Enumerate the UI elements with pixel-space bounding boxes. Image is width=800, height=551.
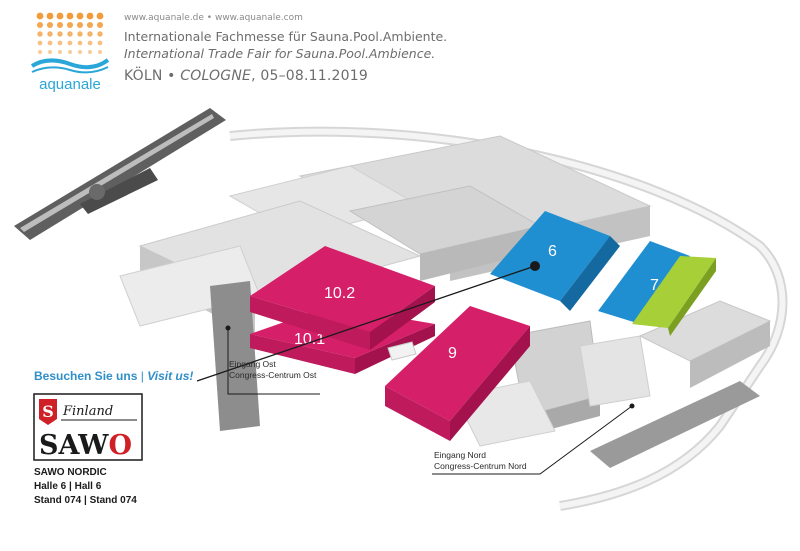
logo-dot [76,21,84,29]
logo-dot [66,21,74,29]
header-title-de: Internationale Fachmesse für Sauna.Pool.… [124,29,448,44]
city-en: COLOGNE [180,68,252,84]
hall-10-2-front [250,296,370,350]
logo-dot [76,12,84,20]
hall-7-label: 7 [650,277,659,294]
building-central-side [420,226,540,281]
logo-dot [47,31,53,37]
sawo-script: Finland [62,404,113,419]
exhibitor-hall: Halle 6 | Hall 6 [34,481,102,492]
hall-10-2 [250,246,435,332]
logo-text: aquanale [39,76,101,93]
city-de: KÖLN [124,68,163,84]
sawo-brand: SAWO [39,430,132,461]
entrance-nord-line2: Congress-Centrum Nord [434,461,527,471]
hall-10-2-side [370,286,435,350]
visit-separator: | [140,369,144,383]
logo-dot [57,31,63,37]
logo-dot [96,12,104,20]
header-url: www.aquanale.de • www.aquanale.com [124,13,303,23]
city-bullet: • [167,68,176,84]
station-platform [80,168,158,214]
logo-dot [48,50,52,54]
visit-us-text: Besuchen Sie uns | Visit us! [34,369,193,383]
logo-dot [46,12,54,20]
hall-7-side [668,258,716,336]
fair-dates: , 05–08.11.2019 [251,68,368,84]
hall-9-label: 9 [448,345,457,362]
header-title-en: International Trade Fair for Sauna.Pool.… [124,46,436,61]
hall-10-1-front [250,334,355,374]
hall-9-side [450,326,530,441]
hall-9 [385,306,530,421]
logo-dot [36,12,44,20]
logo-dot [68,50,72,54]
logo-dot [67,40,73,46]
hall-connector [387,341,417,361]
logo-dot [36,21,44,29]
hall-7-green [632,256,716,328]
header: aquanale www.aquanale.de • www.aquanale.… [0,0,800,100]
header-date: KÖLN • COLOGNE, 05–08.11.2019 [124,68,368,84]
logo-dot [88,50,92,54]
logo-dot [77,40,83,46]
logo-dot [78,50,82,54]
hall-6-label: 6 [548,243,557,260]
logo-dot [66,12,74,20]
logo-dots [36,12,104,54]
hall-9-front [385,386,450,441]
logo-dot [56,21,64,29]
logo-dot [77,31,83,37]
exhibitor-info: SAWO NORDIC Halle 6 | Hall 6 Stand 074 |… [34,466,137,508]
logo-dot [47,40,53,46]
logo-wave [30,58,110,70]
hall-6 [490,211,610,301]
sawo-logo: S Finland SAWO [33,393,143,461]
logo-dot [38,50,42,54]
visit-pointer-line [196,265,536,382]
logo-dot [87,40,93,46]
building-south-east [579,335,651,407]
railway-rail [20,114,214,232]
fairground-map: 6 7 10.1 10.2 9 Eingang Ost Congress-Cen… [14,108,788,511]
logo-dot [67,31,73,37]
logo-dot [86,21,94,29]
aquanale-logo: aquanale [30,12,110,93]
exhibitor-name: SAWO NORDIC [34,467,107,478]
logo-dot [98,50,102,54]
building-east-strip-side [690,321,770,388]
logo-dot [97,40,103,46]
logo-dot [46,21,54,29]
entrance-nord-leader [432,405,633,475]
logo-dot [86,12,94,20]
hall-10-1-label: 10.1 [294,331,325,348]
building-south-wall [590,381,760,468]
visit-en: Visit us! [147,369,194,383]
visit-de: Besuchen Sie uns [34,369,138,383]
logo-dot [87,31,93,37]
entrance-nord-line1: Eingang Nord [434,450,486,460]
logo-dot [57,40,63,46]
ring-road-inner [229,128,786,509]
station-dome [89,184,105,200]
logo-dot [96,21,104,29]
entrance-ost-leader [227,328,320,395]
logo-dot [58,50,62,54]
logo-dot [97,31,103,37]
exhibitor-stand: Stand 074 | Stand 074 [34,495,137,506]
logo-dot [37,31,43,37]
entrance-ost-line1: Eingang Ost [229,359,276,369]
stand-marker [530,261,540,271]
logo-wave-thin [31,66,109,74]
hall-6-side [560,236,620,311]
entrance-ost-line2: Congress-Centrum Ost [229,370,317,380]
sawo-shield-letter: S [42,402,54,421]
sawo-shield-icon [39,399,57,425]
hall-7-blue [598,241,690,324]
hall-10-2-label: 10.2 [324,285,355,302]
logo-dot [56,12,64,20]
logo-dot [37,40,43,46]
